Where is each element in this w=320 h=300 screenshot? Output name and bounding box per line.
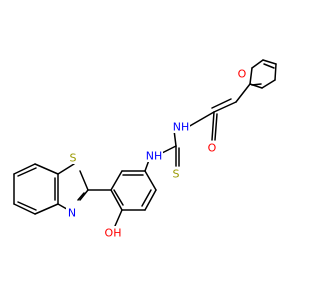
- bond: [251, 83, 262, 86]
- bond: [34, 163, 59, 175]
- atom-s-thione: S: [170, 167, 182, 181]
- bond: [261, 79, 276, 89]
- atom-nh-aryl: NH: [145, 149, 163, 163]
- bond: [79, 189, 89, 201]
- atom-label: S: [173, 168, 180, 181]
- atom-n-thiazole: N: [66, 206, 78, 220]
- bond: [57, 163, 75, 175]
- atom-label: N: [68, 207, 76, 220]
- bond: [77, 192, 85, 201]
- atom-label: NH: [173, 121, 190, 134]
- bond: [211, 111, 215, 141]
- bond: [79, 170, 89, 191]
- bond: [17, 201, 37, 211]
- bond: [114, 209, 123, 227]
- atom-label: NH: [146, 150, 163, 163]
- atom-label: O: [208, 142, 217, 155]
- atom-label: O: [238, 68, 247, 81]
- bond: [113, 189, 124, 206]
- atom-oh-phenol: OH: [103, 226, 123, 240]
- bond: [141, 189, 152, 207]
- atom-labels: O O NH NH S S N OH: [66, 67, 248, 240]
- bond: [249, 67, 253, 85]
- bond: [13, 163, 36, 175]
- chemical-structure: O O NH NH S S N OH: [13, 59, 277, 240]
- bond: [34, 203, 59, 215]
- atom-nh-amide: NH: [172, 120, 190, 134]
- bond: [262, 59, 277, 65]
- atom-o-carbonyl: O: [206, 141, 218, 155]
- atom-label: S: [70, 152, 77, 165]
- bond: [251, 59, 264, 69]
- bond: [13, 203, 36, 215]
- bond: [144, 189, 157, 211]
- bond: [187, 111, 215, 128]
- bond: [161, 145, 177, 154]
- atom-o-furan: O: [236, 67, 248, 81]
- bond: [17, 167, 37, 177]
- bond: [274, 63, 277, 81]
- atom-label: OH: [105, 227, 122, 240]
- bond: [110, 170, 123, 191]
- bond: [214, 113, 218, 141]
- structure-canvas: O O NH NH S S N OH: [13, 59, 277, 240]
- bonds: [13, 59, 277, 227]
- bond: [213, 101, 237, 113]
- bond: [211, 98, 232, 109]
- bond: [263, 63, 275, 69]
- atom-s-thiazole: S: [67, 151, 79, 165]
- bond: [235, 83, 251, 103]
- bond: [144, 170, 157, 191]
- bond: [110, 189, 123, 211]
